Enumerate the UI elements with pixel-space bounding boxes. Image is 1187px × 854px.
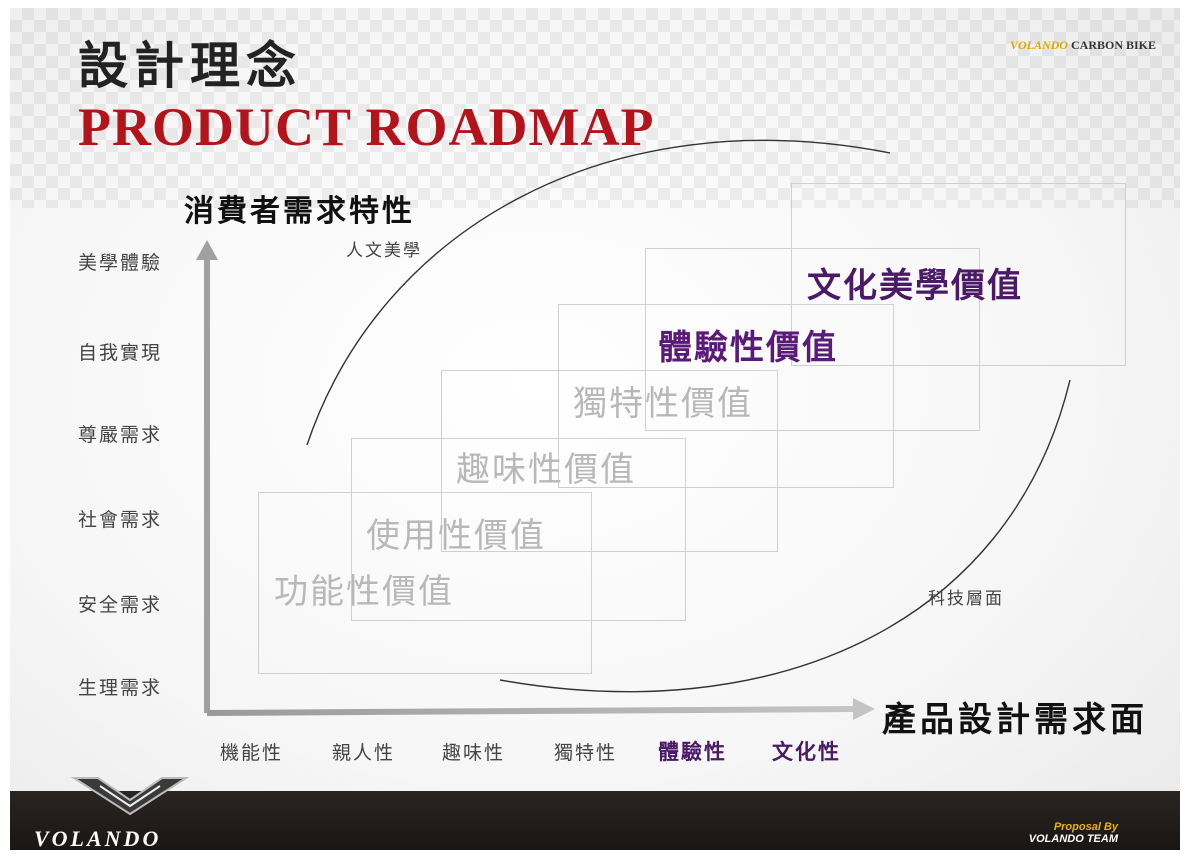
proposal-by-label: Proposal By <box>1053 821 1118 833</box>
x-level-fun: 趣味性 <box>442 742 506 764</box>
x-level-uniqueness: 獨特性 <box>554 742 618 764</box>
x-axis-label: 產品設計需求面 <box>882 700 1148 740</box>
brand-header: VOLANDO CARBON BIKE <box>1010 38 1156 53</box>
y-level-esteem: 尊嚴需求 <box>78 424 163 446</box>
upper-arc <box>306 139 891 446</box>
y-level-social: 社會需求 <box>78 509 163 531</box>
value-label-culture: 文化美學價值 <box>807 266 1023 306</box>
value-box-culture <box>791 183 1126 366</box>
page-title-zh: 設計理念 <box>78 36 302 95</box>
page-title-en: PRODUCT ROADMAP <box>78 97 655 157</box>
x-level-intimacy: 親人性 <box>332 742 396 764</box>
x-level-experience: 體驗性 <box>658 739 727 764</box>
y-axis-label: 消費者需求特性 <box>184 194 415 229</box>
note-humanities: 人文美學 <box>346 241 422 261</box>
y-level-physiological: 生理需求 <box>78 677 163 699</box>
diagram-graphics <box>196 139 1071 720</box>
brand-suffix: CARBON BIKE <box>1067 38 1156 52</box>
y-level-safety: 安全需求 <box>78 594 163 616</box>
value-box-function <box>258 492 592 674</box>
y-level-aesthetic: 美學體驗 <box>78 252 163 274</box>
footer-bar <box>10 791 1180 850</box>
note-technology: 科技層面 <box>928 589 1004 609</box>
x-level-culture: 文化性 <box>772 739 841 764</box>
lower-arc <box>499 379 1071 693</box>
value-box-usability <box>351 438 686 621</box>
x-axis-arrow <box>853 698 875 720</box>
brand-name: VOLANDO <box>1009 38 1068 52</box>
checker-pattern <box>10 8 1180 208</box>
value-box-experience <box>645 248 980 431</box>
footer-logo-text: VOLANDO <box>34 826 162 850</box>
value-label-usability: 使用性價值 <box>366 516 546 556</box>
x-axis <box>206 706 856 716</box>
y-level-self-actualization: 自我實現 <box>78 342 163 364</box>
x-level-function: 機能性 <box>220 742 284 764</box>
y-axis-arrow <box>196 240 218 260</box>
proposal-credit: Proposal By VOLANDO TEAM <box>1029 821 1118 845</box>
value-box-fun <box>441 370 778 552</box>
value-label-function: 功能性價值 <box>274 572 454 612</box>
volando-logo-mark <box>70 777 190 816</box>
value-box-uniqueness <box>558 304 894 488</box>
value-label-experience: 體驗性價值 <box>658 328 838 368</box>
slide: 設計理念 PRODUCT ROADMAP VOLANDO CARBON BIKE… <box>10 8 1180 850</box>
value-label-fun: 趣味性價值 <box>456 450 636 490</box>
proposal-team-label: VOLANDO TEAM <box>1028 833 1118 845</box>
value-label-uniqueness: 獨特性價值 <box>573 384 753 424</box>
